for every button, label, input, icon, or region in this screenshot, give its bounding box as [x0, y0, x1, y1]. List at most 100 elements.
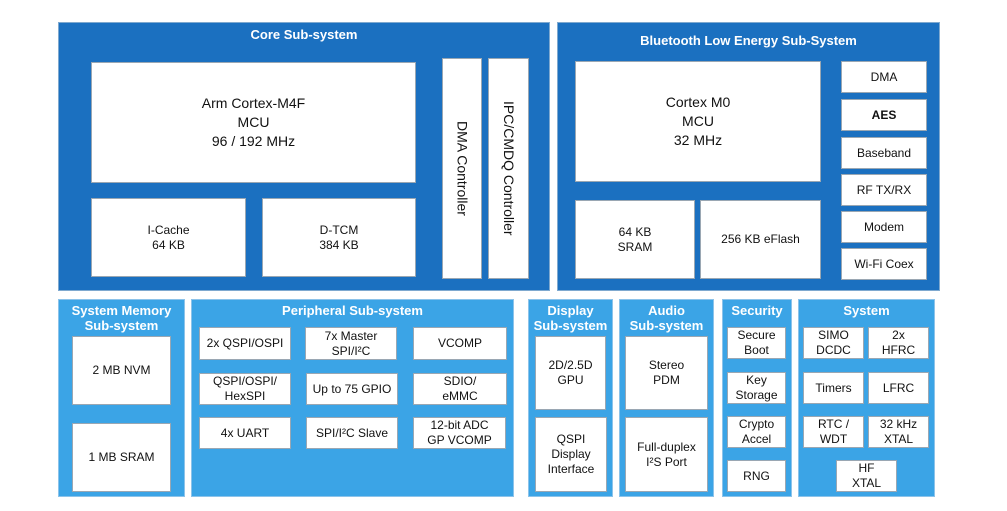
- block-label: RTC /: [817, 417, 850, 431]
- ble-dma-block: DMA: [841, 61, 927, 93]
- system-title: System: [799, 303, 934, 318]
- block-label: IPC/CMDQ Controller: [501, 101, 517, 236]
- security-title: Security: [723, 303, 791, 318]
- rf-tx-rx-block: RF TX/RX: [841, 174, 927, 206]
- block-label: DMA Controller: [454, 121, 471, 216]
- qspi-ospi-2x-block: 2x QSPI/OSPI: [199, 327, 291, 360]
- rng-block: RNG: [727, 460, 786, 492]
- block-label: Key: [746, 373, 767, 387]
- block-label: 64 KB: [618, 224, 652, 239]
- timers-block: Timers: [803, 372, 864, 404]
- block-label: DMA: [870, 69, 898, 84]
- block-label: 2D/2.5D: [548, 358, 593, 372]
- block-label: Wi-Fi Coex: [854, 256, 914, 271]
- block-label: D-TCM: [319, 222, 359, 237]
- block-label: MCU: [237, 114, 270, 130]
- block-label: AES: [871, 107, 897, 122]
- block-label: 2x QSPI/OSPI: [206, 336, 284, 350]
- block-label: PDM: [653, 373, 680, 387]
- dma-controller-block: DMA Controller: [442, 58, 482, 279]
- block-label: Full-duplex: [637, 439, 696, 454]
- ble-title: Bluetooth Low Energy Sub-System: [558, 33, 939, 48]
- block-label: SDIO/: [443, 374, 477, 388]
- qspi-ospi-hexspi-block: QSPI/OSPI/HexSPI: [199, 373, 291, 405]
- block-label: 12-bit ADC: [430, 418, 489, 432]
- core-title: Core Sub-system: [59, 27, 549, 42]
- gpio-block: Up to 75 GPIO: [306, 373, 398, 405]
- block-label: HF: [858, 461, 875, 475]
- block-label: I-Cache: [147, 222, 190, 237]
- block-label: 1 MB SRAM: [88, 450, 155, 464]
- block-label: LFRC: [882, 380, 915, 395]
- title-line: Audio: [648, 303, 685, 318]
- block-label: GP VCOMP: [427, 433, 492, 447]
- modem-block: Modem: [841, 211, 927, 243]
- block-label: Boot: [744, 343, 769, 357]
- block-label: 2x: [892, 328, 905, 342]
- title-line: Sub-system: [629, 318, 704, 333]
- peripheral-title: Peripheral Sub-system: [192, 303, 513, 318]
- block-label: SPI/I²C: [331, 343, 371, 358]
- baseband-block: Baseband: [841, 137, 927, 169]
- title-line: Peripheral Sub-system: [282, 303, 423, 318]
- block-label: Baseband: [856, 145, 912, 160]
- nvm-block: 2 MB NVM: [72, 336, 171, 405]
- block-label: DCDC: [816, 343, 851, 357]
- block-label: 4x UART: [220, 425, 270, 440]
- block-label: HexSPI: [224, 389, 266, 403]
- eflash-block: 256 KB eFlash: [700, 200, 821, 279]
- block-label: Crypto: [738, 417, 775, 431]
- block-label: GPU: [557, 373, 584, 387]
- title-line: Bluetooth Low Energy Sub-System: [640, 33, 857, 48]
- title-line: Security: [731, 303, 783, 318]
- block-label: Timers: [815, 380, 852, 395]
- vcomp-block: VCOMP: [413, 327, 507, 360]
- rtc-wdt-block: RTC /WDT: [803, 416, 864, 448]
- block-label: Cortex M0: [665, 94, 731, 110]
- block-label: WDT: [819, 432, 848, 446]
- block-label: Up to 75 GPIO: [312, 381, 392, 396]
- spi-i2c-slave-block: SPI/I²C Slave: [306, 417, 398, 449]
- block-label: SPI/I²C Slave: [315, 425, 389, 440]
- block-label: 32 kHz: [879, 417, 918, 431]
- title-line: Display: [547, 303, 594, 318]
- block-label: Stereo: [648, 358, 685, 372]
- block-label: RF TX/RX: [856, 182, 912, 197]
- block-label: SIMO: [818, 328, 849, 342]
- aes-block: AES: [841, 99, 927, 131]
- block-label: Interface: [547, 462, 595, 476]
- block-label: eMMC: [442, 389, 478, 403]
- block-label: 7x Master: [324, 328, 378, 343]
- sram-block: 1 MB SRAM: [72, 423, 171, 492]
- block-label: Modem: [863, 219, 904, 234]
- title-line: Sub-system: [84, 318, 159, 333]
- sdio-emmc-block: SDIO/eMMC: [413, 373, 507, 405]
- block-label: Storage: [735, 388, 778, 402]
- title-line: System: [843, 303, 890, 318]
- block-label: 64 KB: [152, 237, 185, 252]
- lfrc-block: LFRC: [868, 372, 929, 404]
- block-label: SRAM: [617, 239, 653, 254]
- wifi-coex-block: Wi-Fi Coex: [841, 248, 927, 280]
- ipc-cmdq-controller-block: IPC/CMDQ Controller: [488, 58, 529, 279]
